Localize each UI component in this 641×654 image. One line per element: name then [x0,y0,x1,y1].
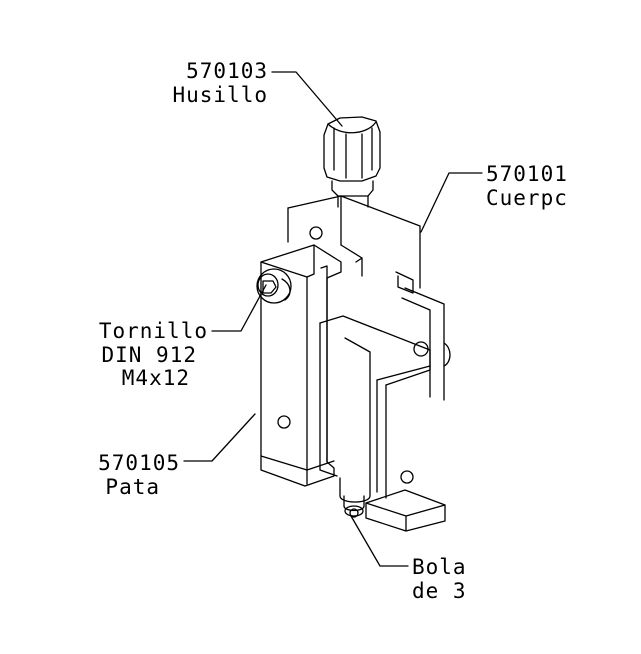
leader-cuerpo [420,172,483,233]
callout-tornillo-line1: Tornillo [98,319,208,343]
cuerpo-part [287,195,451,401]
callout-bola-line1: Bola [412,555,467,579]
husillo-part [323,116,381,208]
leader-bola [350,515,409,567]
callout-pata-name: Pata [105,475,160,499]
callout-tornillo-line2: DIN 912 [101,343,197,367]
callout-bola-line2: de 3 [412,579,467,603]
callout-tornillo-line3: M4x12 [121,366,190,390]
leader-husillo [271,71,343,127]
callout-cuerpo-name: Cuerpc [486,186,568,210]
slide-block-part [319,315,446,532]
leader-pata [183,413,256,462]
tornillo-part [256,268,292,304]
pata-part [260,244,342,487]
callout-cuerpo-code: 570101 [486,162,568,186]
callout-husillo-name: Husillo [172,83,268,107]
callout-husillo-code: 570103 [186,59,268,83]
leader-tornillo [211,284,267,332]
callout-pata-code: 570105 [98,451,180,475]
leader-lines [183,71,483,567]
